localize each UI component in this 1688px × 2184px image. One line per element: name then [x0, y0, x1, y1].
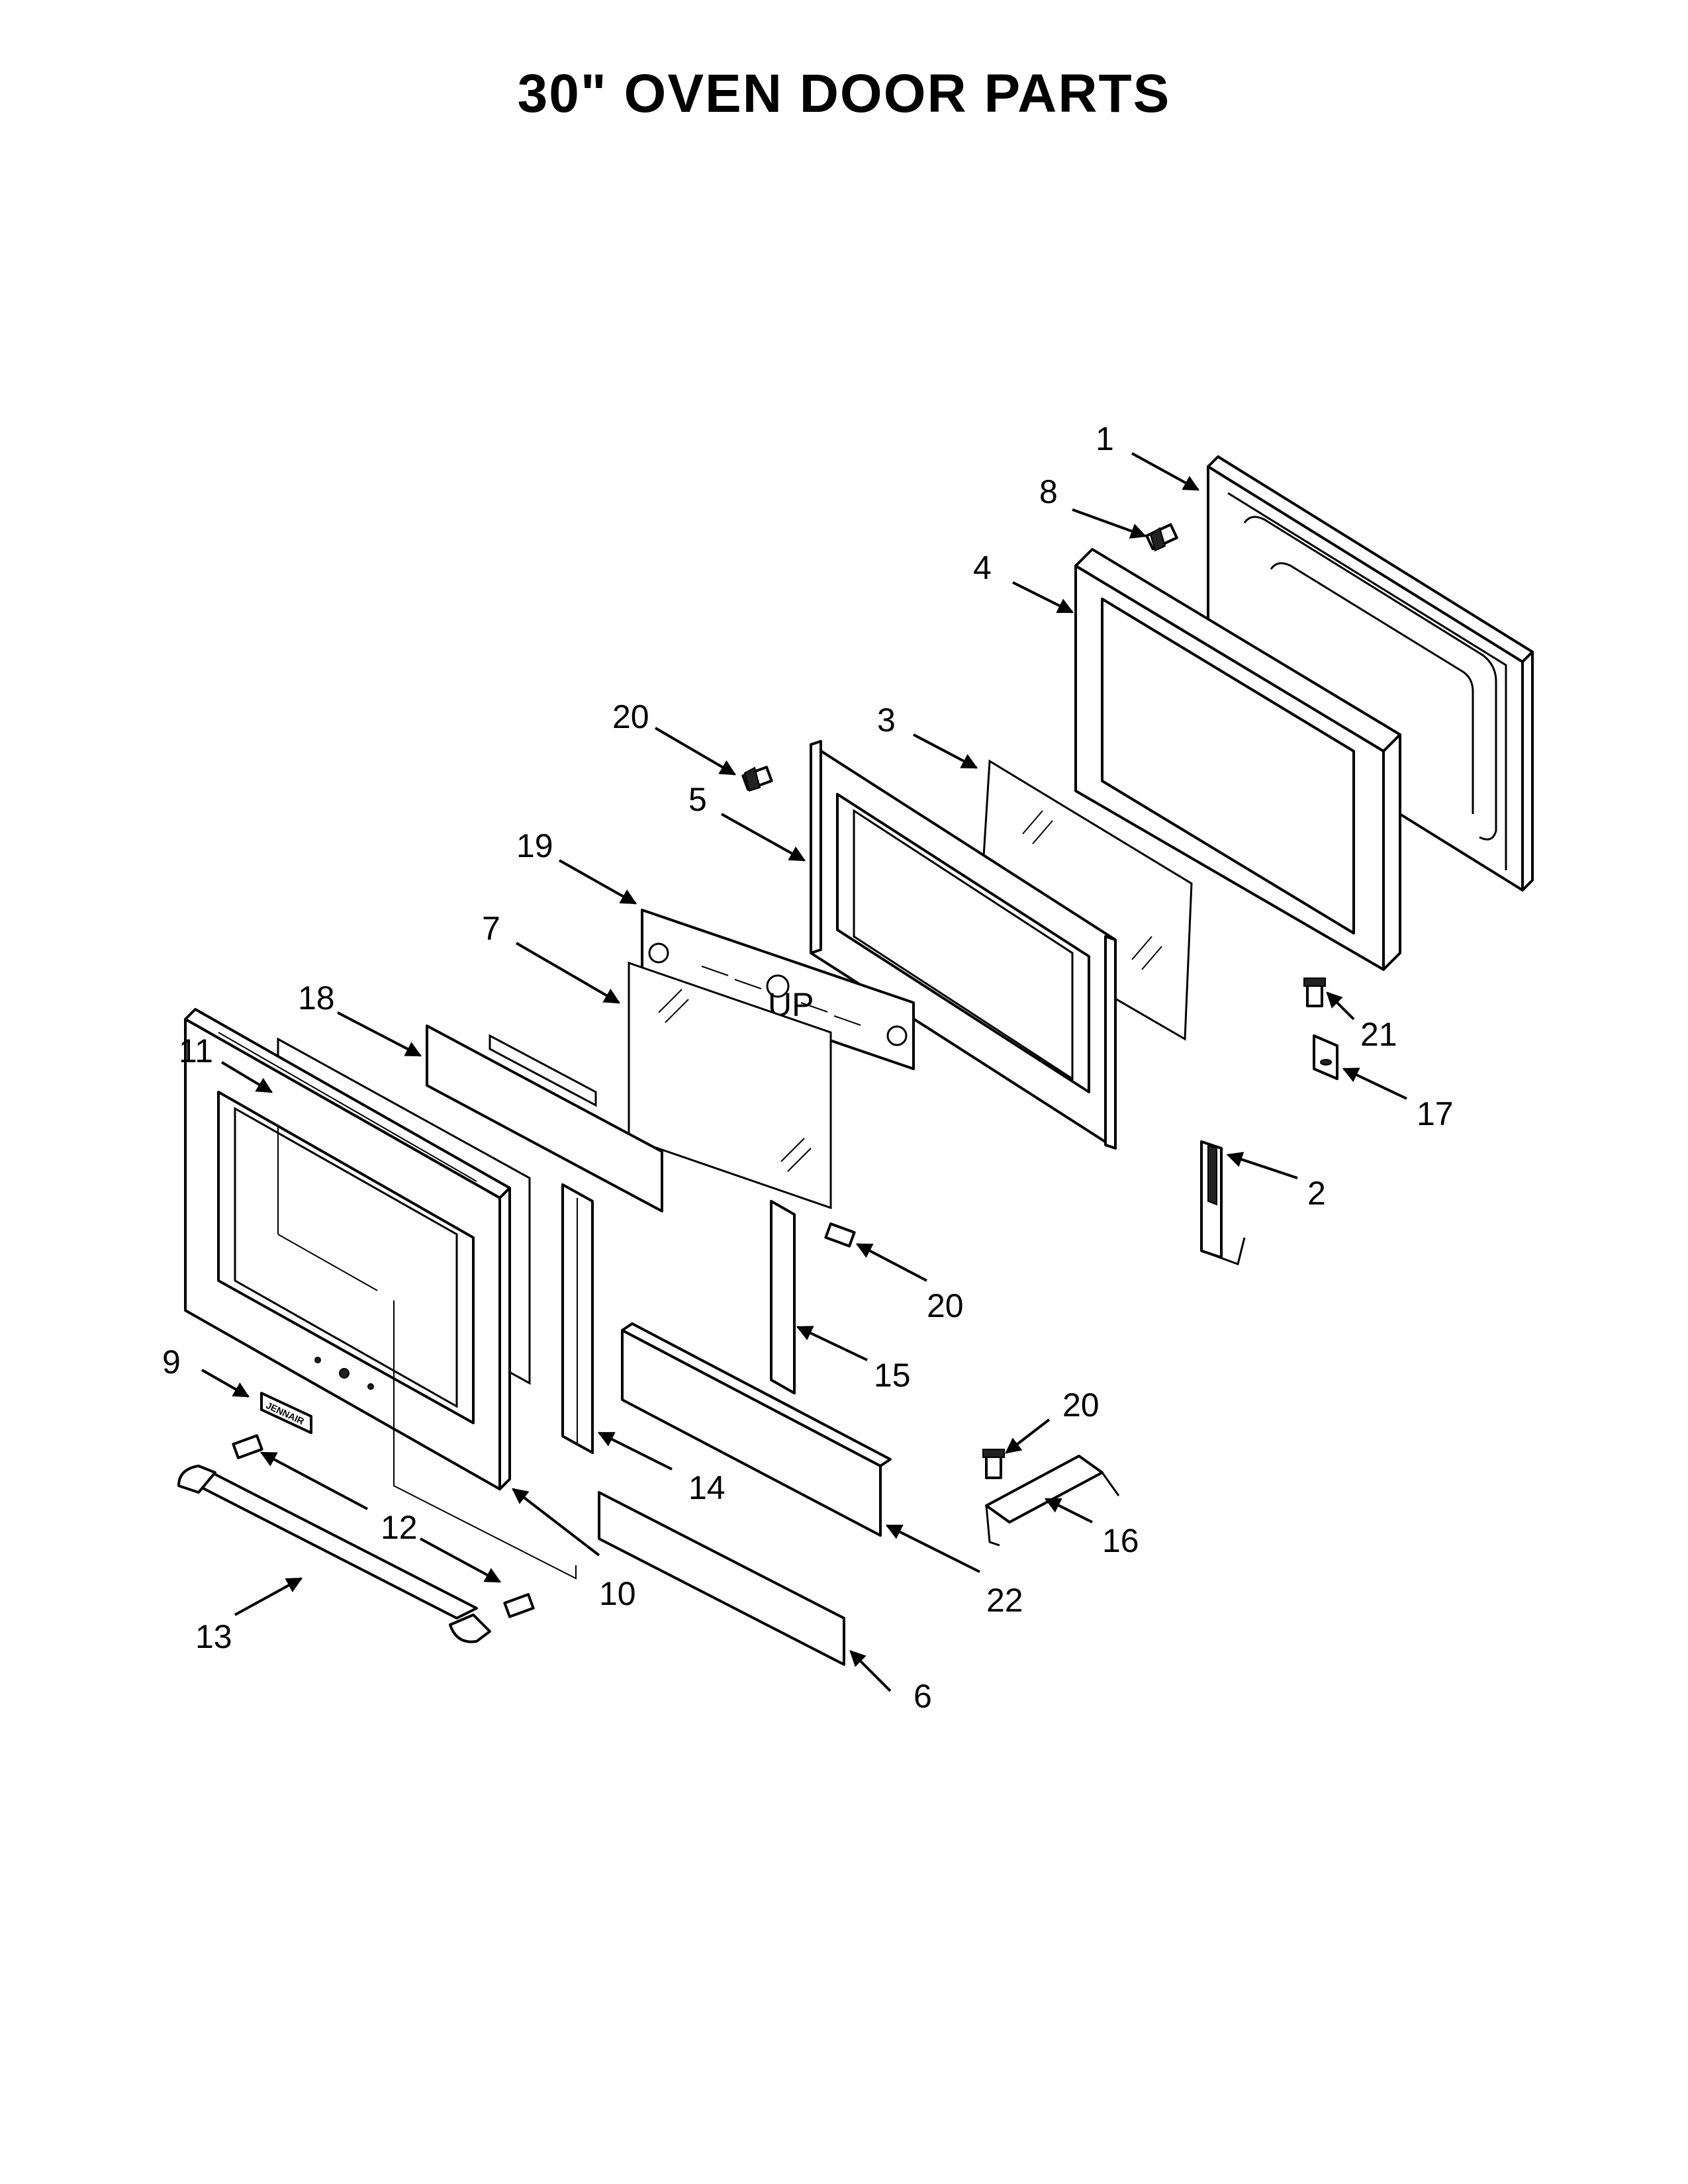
- part-8-screw: [1145, 523, 1178, 552]
- callout-6: 6: [914, 1678, 932, 1715]
- callout-15: 15: [874, 1357, 911, 1394]
- part-20-screw-lower: [982, 1449, 1005, 1479]
- part-10-outer-door: [184, 1008, 577, 1580]
- callout-22: 22: [986, 1582, 1023, 1619]
- callout-2: 2: [1307, 1175, 1326, 1212]
- callout-4: 4: [973, 549, 992, 586]
- part-6-bottom-strip: [598, 1491, 845, 1666]
- callout-18: 18: [298, 979, 335, 1017]
- callout-5: 5: [688, 781, 707, 818]
- callout-8: 8: [1039, 473, 1058, 510]
- part-13-handle: [177, 1465, 491, 1643]
- callout-16: 16: [1102, 1522, 1139, 1559]
- callout-14: 14: [688, 1469, 726, 1506]
- part-14-side-trim: [561, 1183, 594, 1454]
- part-1-inner-door-liner: [1207, 455, 1534, 891]
- part-22-bottom-panel: [621, 1322, 892, 1537]
- callout-1: 1: [1096, 420, 1114, 457]
- callout-12: 12: [381, 1509, 418, 1546]
- part-20-screw-upper: [741, 766, 773, 792]
- callout-21: 21: [1360, 1016, 1397, 1053]
- part-7-glass: [628, 961, 832, 1210]
- part-9-badge: JENNAIR: [260, 1392, 312, 1434]
- callout-3: 3: [877, 702, 896, 739]
- callout-9: 9: [162, 1343, 181, 1381]
- part-4-door-frame: [1074, 548, 1401, 971]
- callout-20-lower: 20: [1062, 1387, 1100, 1424]
- leader-lines: [201, 452, 1407, 1692]
- callout-13: 13: [195, 1618, 232, 1655]
- callout-17: 17: [1417, 1095, 1454, 1132]
- callout-10: 10: [599, 1575, 636, 1612]
- callout-7: 7: [482, 910, 500, 947]
- part-5-inner-panel: [810, 740, 1117, 1150]
- part-17-clip: [1313, 1034, 1338, 1080]
- callout-11: 11: [179, 1032, 213, 1069]
- page-title: 30" OVEN DOOR PARTS: [517, 64, 1171, 124]
- callout-20-middle: 20: [927, 1287, 964, 1324]
- part-18-channel-plate: [426, 1024, 663, 1212]
- part-16-bracket: [985, 1455, 1120, 1547]
- callout-20-upper: 20: [612, 698, 649, 735]
- callout-19: 19: [516, 827, 553, 864]
- part-20-screw-middle: [824, 1222, 856, 1248]
- part-2-hinge: [1200, 1140, 1246, 1265]
- part-15-bracket: [770, 1200, 796, 1394]
- part-21-screw: [1303, 978, 1326, 1007]
- part-19-vent-plate: UP: [641, 909, 915, 1070]
- part-12-screws: [232, 1434, 535, 1618]
- callout-labels: 1 8 4 20 3 5 19 7 18 11 21 17 2 20 15 20…: [162, 420, 1454, 1715]
